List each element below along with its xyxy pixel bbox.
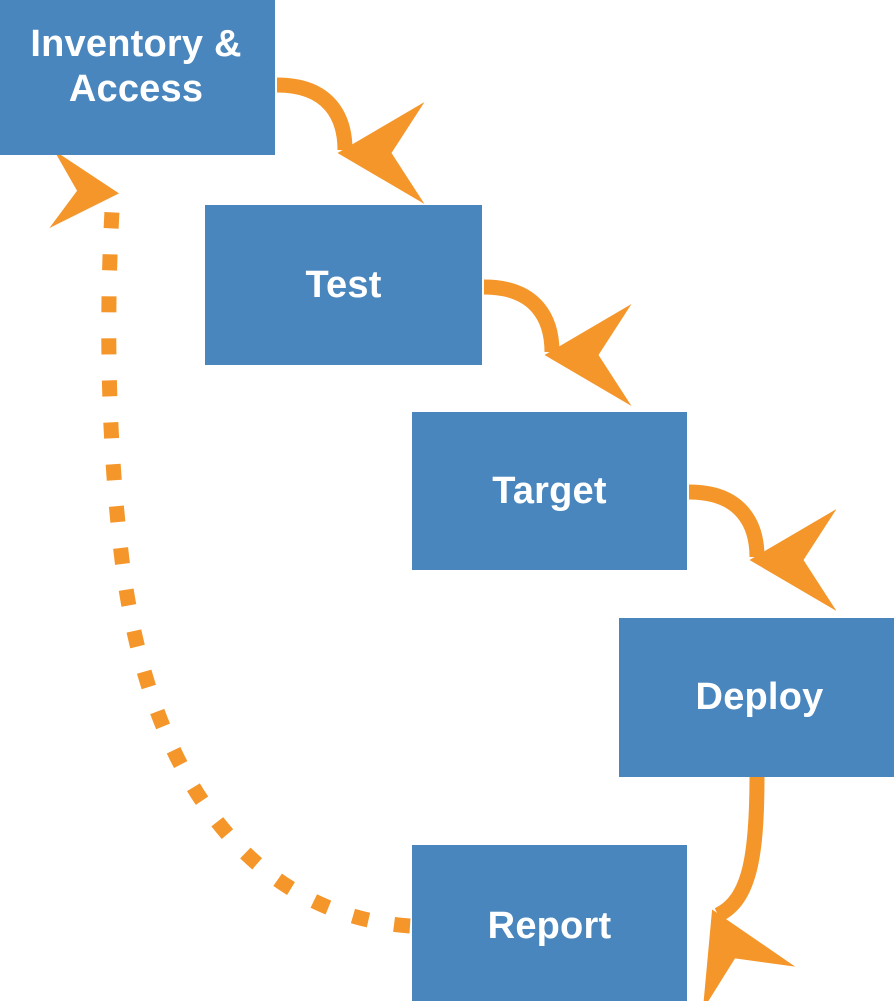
node-test[interactable]: Test: [205, 205, 482, 365]
node-target-label: Target: [492, 469, 607, 512]
edge-target-to-deploy: [688, 484, 837, 611]
node-deploy-label: Deploy: [695, 676, 824, 719]
edge-inventory-to-test: [276, 77, 425, 204]
edge-test-to-target: [483, 279, 632, 406]
node-inventory-access-label: Inventory & Access: [30, 22, 242, 110]
node-report[interactable]: Report: [412, 845, 687, 1001]
node-deploy[interactable]: Deploy: [619, 618, 894, 777]
node-report-label: Report: [487, 904, 612, 947]
node-target[interactable]: Target: [412, 412, 687, 570]
edge-deploy-to-report: [702, 774, 796, 1001]
node-test-label: Test: [305, 263, 382, 306]
node-inventory-access[interactable]: Inventory & Access: [0, 0, 275, 155]
